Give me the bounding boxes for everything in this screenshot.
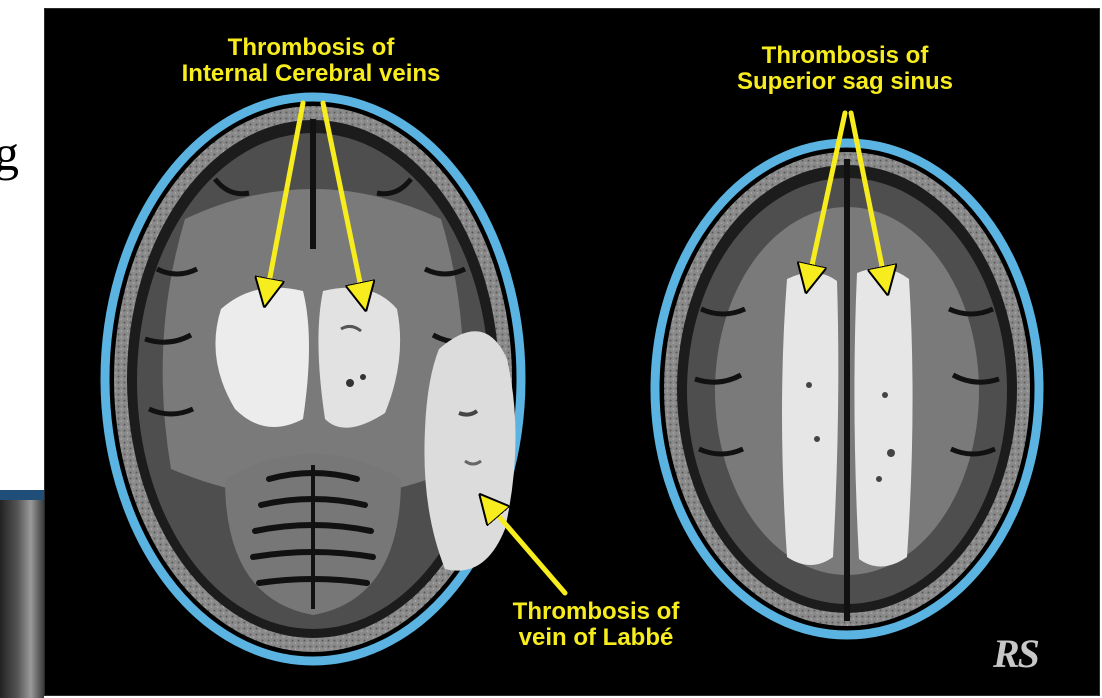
brain-diagrams xyxy=(45,9,1101,697)
label-superior-sag-sinus: Thrombosis of Superior sag sinus xyxy=(705,43,985,95)
label-line-1: Thrombosis of xyxy=(141,35,481,61)
background-photo-fragment xyxy=(0,500,44,698)
slide-accent-bar xyxy=(0,490,44,500)
label-line-2: Internal Cerebral veins xyxy=(141,61,481,87)
label-line-2: Superior sag sinus xyxy=(705,69,985,95)
partial-slide-text: g xyxy=(0,128,19,178)
mri-illustration-panel: Thrombosis of Internal Cerebral veins Th… xyxy=(44,8,1100,696)
background-slide-fragment: g xyxy=(0,0,44,698)
right-axial-brain xyxy=(655,143,1039,635)
label-line-1: Thrombosis of xyxy=(705,43,985,69)
label-line-2: vein of Labbé xyxy=(481,625,711,651)
label-line-1: Thrombosis of xyxy=(481,599,711,625)
label-vein-of-labbe: Thrombosis of vein of Labbé xyxy=(481,599,711,651)
label-internal-cerebral-veins: Thrombosis of Internal Cerebral veins xyxy=(141,35,481,87)
left-axial-brain xyxy=(105,97,521,661)
author-watermark: RS xyxy=(993,634,1038,674)
